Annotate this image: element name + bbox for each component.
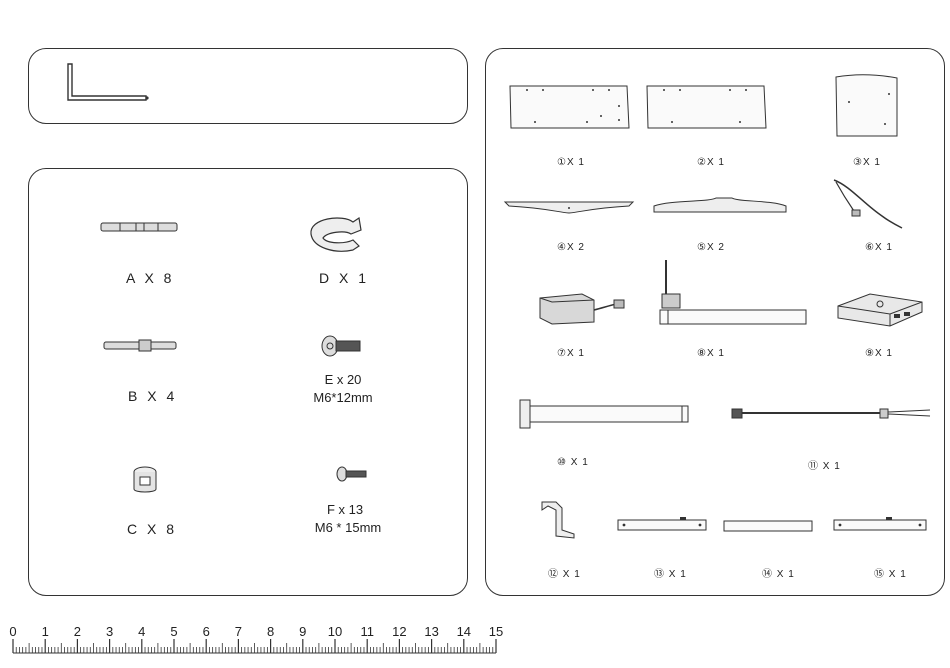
part-4-label: ④X 2	[557, 242, 585, 253]
dowel-a-icon	[100, 220, 180, 234]
foot-part-5-icon	[650, 196, 790, 218]
cam-lock-c-icon	[132, 465, 158, 495]
part-b-label: B X 4	[128, 388, 177, 404]
cable-clip-d-icon	[305, 210, 365, 254]
part-a-label: A X 8	[126, 270, 174, 286]
screw-f-icon	[336, 466, 368, 482]
part-8-label: ⑧X 1	[697, 348, 725, 359]
ruler-label: 8	[267, 624, 274, 639]
ruler-label: 7	[235, 624, 242, 639]
power-adapter-part-7-icon	[538, 288, 630, 328]
part-13-label: ⑬ X 1	[654, 565, 687, 580]
part-f-size-label: M6 * 15mm	[302, 520, 394, 535]
panel-part-3-icon	[835, 74, 899, 138]
leg-part-10-icon	[518, 398, 692, 432]
rail-part-13-icon	[616, 516, 708, 534]
ruler-label: 1	[42, 624, 49, 639]
part-14-label: ⑭ X 1	[762, 565, 795, 580]
ruler-label: 2	[74, 624, 81, 639]
ruler-label: 14	[457, 624, 471, 639]
part-6-label: ⑥X 1	[865, 242, 893, 253]
part-11-label: ⑪ X 1	[808, 457, 841, 472]
part-f-qty-label: F x 13	[322, 502, 368, 517]
part-e-size-label: M6*12mm	[306, 390, 380, 405]
ruler-label: 12	[392, 624, 406, 639]
ruler-label: 10	[328, 624, 342, 639]
ruler-label: 6	[203, 624, 210, 639]
hardware-panel	[28, 168, 468, 596]
ruler-label: 13	[424, 624, 438, 639]
allen-key-icon	[60, 60, 160, 110]
ruler-label: 4	[138, 624, 145, 639]
part-7-label: ⑦X 1	[557, 348, 585, 359]
part-9-label: ⑨X 1	[865, 348, 893, 359]
ruler-label: 15	[489, 624, 503, 639]
bracket-part-12-icon	[538, 498, 578, 540]
ruler-label: 9	[299, 624, 306, 639]
screw-e-icon	[320, 334, 364, 358]
part-5-label: ⑤X 2	[697, 242, 725, 253]
part-3-label: ③X 1	[853, 157, 881, 168]
motor-leg-part-8-icon	[654, 258, 810, 328]
part-e-qty-label: E x 20	[320, 372, 366, 387]
rail-part-14-icon	[722, 518, 814, 534]
control-box-part-9-icon	[836, 290, 924, 330]
ruler-label: 0	[9, 624, 16, 639]
power-cord-part-6-icon	[830, 176, 906, 232]
panel-part-1-icon	[509, 84, 631, 130]
part-c-label: C X 8	[127, 521, 177, 537]
ruler-label: 3	[106, 624, 113, 639]
rail-part-15-icon	[832, 516, 928, 534]
cable-part-11-icon	[730, 404, 934, 424]
ruler-label: 11	[360, 624, 374, 639]
ruler-label: 5	[170, 624, 177, 639]
bolt-b-icon	[103, 339, 179, 353]
part-d-label: D X 1	[319, 270, 369, 286]
foot-part-4-icon	[503, 196, 635, 216]
part-2-label: ②X 1	[697, 157, 725, 168]
panel-part-2-icon	[646, 84, 768, 130]
part-10-label: ⑩ X 1	[557, 457, 589, 468]
part-1-label: ①X 1	[557, 157, 585, 168]
part-15-label: ⑮ X 1	[874, 565, 907, 580]
part-12-label: ⑫ X 1	[548, 565, 581, 580]
